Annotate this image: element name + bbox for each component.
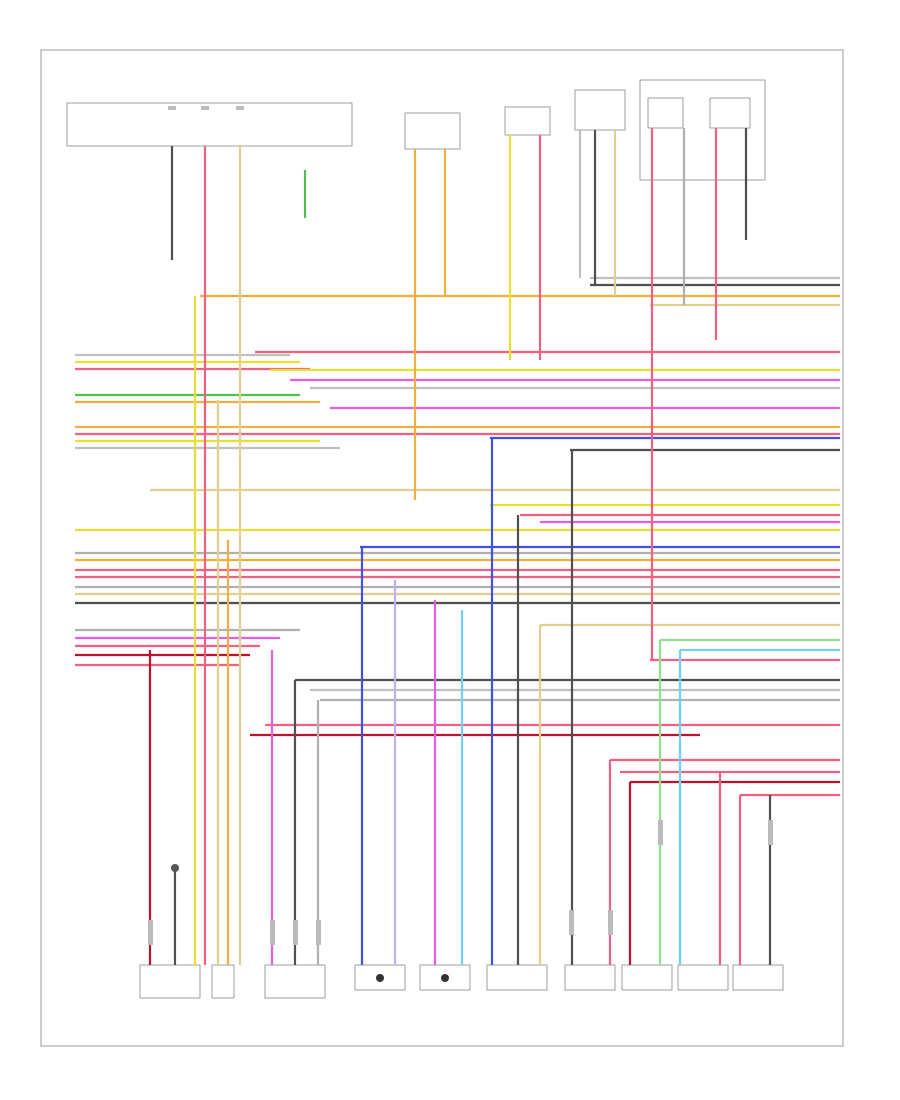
engine-temp-sensor-box	[639, 79, 766, 181]
pin	[201, 106, 209, 110]
brake-pedal-position-sensor-box	[404, 112, 461, 150]
pin	[569, 910, 574, 935]
pin	[270, 920, 275, 945]
mass-air-flow-sensor	[139, 964, 201, 999]
hot-at-all-times-fuse-block	[66, 102, 353, 147]
pin	[168, 106, 176, 110]
knock-sensor-1	[354, 964, 406, 991]
sensor-b	[709, 97, 751, 129]
pin	[293, 920, 298, 945]
knock-sensor-2-symbol	[441, 974, 449, 982]
maf-connector	[211, 964, 235, 999]
pin	[148, 920, 153, 945]
pin	[608, 910, 613, 935]
knock-sensor-1-symbol	[376, 974, 384, 982]
pin	[316, 920, 321, 945]
bottom-components	[139, 964, 784, 999]
fuel-injector-2	[621, 964, 673, 991]
top-components	[66, 79, 766, 181]
vertical-wires	[148, 128, 772, 965]
fuel-injector-4	[732, 964, 784, 991]
evap-purge-solenoid-box	[504, 106, 551, 136]
left-harness-wires	[75, 353, 840, 667]
connector-marks	[148, 106, 773, 945]
diagram-border	[40, 49, 844, 1047]
throttle-actuator	[486, 964, 548, 991]
pin	[658, 820, 663, 845]
sensor-a	[647, 97, 684, 129]
throttle-body	[264, 964, 326, 999]
ground-symbol	[171, 864, 179, 872]
fuel-injector-3	[677, 964, 729, 991]
knock-sensor-2	[419, 964, 471, 991]
fuel-injector-1	[564, 964, 616, 991]
pin	[236, 106, 244, 110]
pin	[768, 820, 773, 845]
fuel-tank-pressure-sensor-box	[574, 89, 626, 131]
